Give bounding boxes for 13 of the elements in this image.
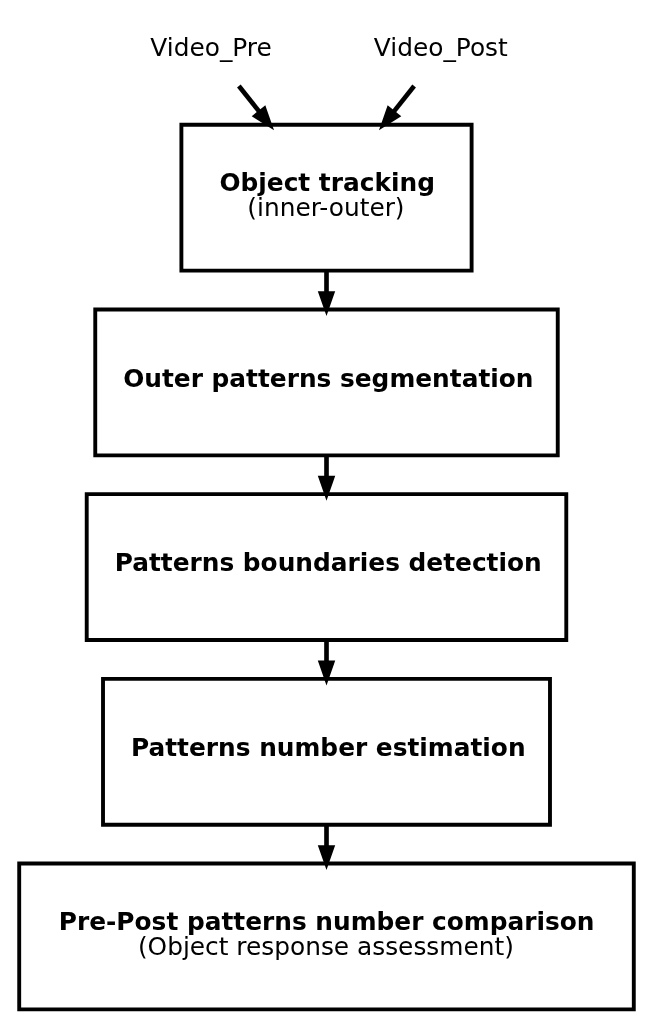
node-text: Video_Pre [149, 33, 272, 63]
arrow [317, 825, 335, 871]
node-box: Outer patterns segmentation [92, 307, 560, 458]
arrow [378, 84, 416, 131]
arrow [317, 455, 335, 501]
node-box: Object tracking (inner-outer) [178, 122, 474, 273]
node-box: Patterns number estimation [100, 676, 552, 827]
arrow [236, 84, 274, 131]
node-box: Patterns boundaries detection [84, 492, 568, 642]
arrow [317, 271, 335, 317]
arrow [317, 640, 335, 686]
node-text: Video_Post [373, 33, 508, 63]
node-box: Pre-Post patterns number comparison (Object response assessment) [16, 861, 636, 1012]
